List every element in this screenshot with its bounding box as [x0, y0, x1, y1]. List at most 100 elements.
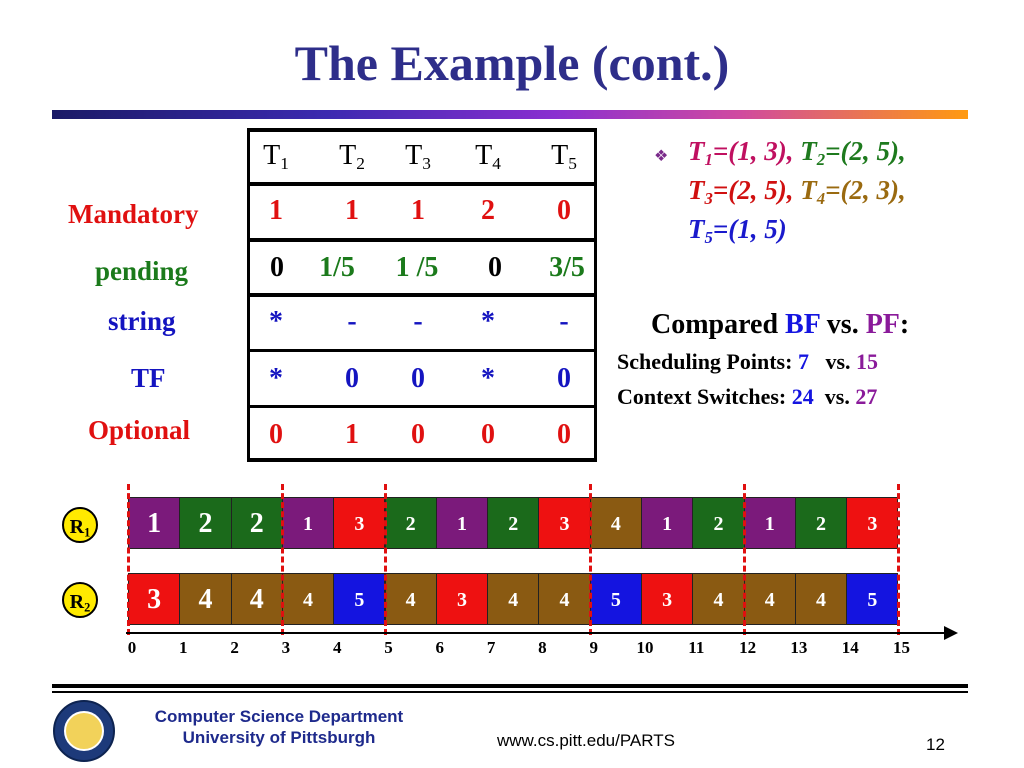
r2-block: 4	[538, 573, 591, 625]
footer-divider	[52, 691, 968, 693]
comparison-title: Compared BF vs. PF:	[651, 309, 909, 341]
task-param-4: T4=(2, 3),	[800, 175, 906, 209]
row-label-pending: pending	[95, 256, 189, 286]
sched-vs: vs.	[825, 349, 856, 374]
r2-block: 3	[128, 573, 181, 625]
scheduling-point-marker	[896, 484, 900, 635]
comparison-colon: :	[899, 309, 910, 340]
table-cell-string: -	[413, 306, 423, 337]
r1-block: 2	[230, 497, 283, 549]
r2-block: 4	[794, 573, 848, 625]
sched-pf-value: 15	[856, 349, 878, 374]
ctx-pf-value: 27	[855, 384, 878, 409]
pf-label: PF	[865, 309, 900, 340]
r2-block: 4	[179, 573, 232, 625]
r1-block: 1	[281, 497, 335, 549]
r2-block: 4	[384, 573, 437, 625]
r1-block: 3	[538, 497, 591, 549]
time-tick-label: 1	[179, 638, 188, 657]
r1-block: 3	[846, 497, 899, 549]
ctx-bf-value: 24	[791, 384, 814, 409]
task-parameters: T1=(1, 3), T2=(2, 5), T3=(2, 5), T4=(2, …	[688, 136, 906, 253]
scheduling-point-marker	[127, 484, 130, 635]
time-tick-label: 4	[332, 638, 342, 657]
table-cell-optional: 0	[557, 419, 571, 450]
r2-block: 5	[589, 573, 642, 625]
table-cell-string: *	[481, 306, 495, 337]
table-cell-pending: 0	[270, 252, 284, 283]
r1-block: 2	[179, 497, 232, 549]
r1-block: 1	[435, 497, 489, 549]
sched-bf-value: 7	[797, 349, 809, 374]
footer-divider	[52, 684, 968, 688]
r2-block: 3	[641, 573, 694, 625]
footer-url: www.cs.pitt.edu/PARTS	[497, 731, 675, 750]
table-line	[247, 293, 597, 297]
table-header-cell: T2	[339, 140, 365, 174]
title-underline	[52, 110, 968, 119]
time-tick-label: 2	[230, 638, 239, 657]
table-cell-tf: 0	[557, 363, 571, 394]
r2-block: 5	[333, 573, 386, 625]
r2-block: 4	[230, 573, 283, 625]
resource-r1-badge: R1	[62, 507, 98, 543]
time-tick-label: 7	[486, 638, 496, 657]
table-header-cell: T5	[551, 140, 577, 174]
department-name: Computer Science Department University o…	[124, 706, 434, 748]
table-cell-mandatory: 2	[481, 195, 495, 226]
row-label-tf: TF	[131, 363, 166, 393]
time-tick-label: 0	[127, 638, 137, 657]
ctx-vs: vs.	[824, 384, 856, 409]
task-param-3: T3=(2, 5),	[688, 175, 794, 209]
row-label-optional: Optional	[88, 415, 191, 445]
university-seal-center	[64, 711, 104, 751]
table-line	[247, 405, 597, 408]
bullet-icon: ❖	[654, 148, 669, 165]
resource-r2-badge: R2	[62, 582, 98, 618]
time-tick-label: 6	[435, 638, 445, 657]
dept-line-2: University of Pittsburgh	[182, 728, 376, 747]
vs-label: vs.	[819, 309, 866, 340]
r1-block: 1	[743, 497, 796, 549]
time-tick-label: 12	[739, 638, 757, 657]
r2-block: 5	[846, 573, 899, 625]
r2-block: 3	[435, 573, 489, 625]
time-tick-label: 10	[636, 638, 654, 657]
row-label-string: string	[108, 306, 176, 336]
dept-line-1: Computer Science Department	[154, 707, 404, 726]
table-line	[247, 182, 597, 186]
scheduling-point-marker	[383, 484, 387, 635]
comparison-prefix: Compared	[651, 309, 786, 340]
table-line	[247, 128, 597, 132]
table-cell-tf: 0	[345, 363, 359, 394]
r2-block: 4	[743, 573, 796, 625]
table-cell-pending: 0	[488, 252, 502, 283]
table-cell-tf: *	[269, 363, 283, 394]
table-cell-pending: 3/5	[549, 252, 585, 283]
table-header-cell: T3	[405, 140, 431, 174]
time-tick-label: 9	[589, 638, 598, 657]
table-cell-optional: 0	[481, 419, 495, 450]
table-cell-string: -	[347, 306, 357, 337]
task-param-5: T5=(1, 5)	[688, 214, 787, 248]
time-tick-label: 8	[538, 638, 547, 657]
r2-block: 4	[281, 573, 335, 625]
table-line	[247, 349, 597, 352]
task-param-2: T2=(2, 5),	[800, 136, 906, 170]
table-cell-pending: 1/5	[319, 252, 355, 283]
time-axis	[126, 632, 946, 634]
page-number: 12	[926, 735, 945, 754]
r2-block: 4	[692, 573, 745, 625]
time-tick-label: 5	[384, 638, 393, 657]
table-header-cell: T1	[263, 140, 289, 174]
scheduling-point-marker	[280, 484, 284, 635]
sched-label: Scheduling Points:	[617, 349, 798, 374]
table-cell-string: -	[559, 306, 569, 337]
axis-arrow-icon	[944, 626, 958, 640]
scheduling-points: Scheduling Points: 7 vs. 15	[617, 349, 878, 375]
time-tick-label: 14	[841, 638, 859, 657]
table-cell-optional: 0	[269, 419, 283, 450]
time-tick-label: 15	[893, 638, 910, 657]
table-header-cell: T4	[475, 140, 501, 174]
